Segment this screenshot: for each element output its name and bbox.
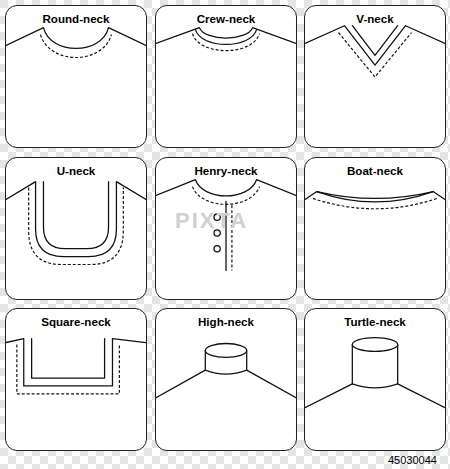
round-neck-drawing	[6, 6, 146, 147]
panel-title: Square-neck	[6, 315, 146, 328]
u-neck-drawing	[6, 158, 146, 299]
crew-neck-drawing	[156, 6, 296, 147]
stock-number: 45030044	[388, 454, 437, 466]
panel-title: Crew-neck	[156, 12, 296, 25]
panel-title: Henry-neck	[156, 164, 296, 177]
panel-title: Round-neck	[6, 12, 146, 25]
neckline-panel: Crew-neck	[155, 5, 297, 148]
neckline-panel: Round-neck	[5, 5, 147, 148]
panel-title: Turtle-neck	[305, 315, 445, 328]
panel-title: U-neck	[6, 164, 146, 177]
turtle-neck-drawing	[305, 309, 445, 450]
square-neck-drawing	[6, 309, 146, 450]
watermark: PIXTA	[175, 208, 248, 234]
neckline-panel: V-neck	[304, 5, 446, 148]
neckline-panel: Boat-neck	[304, 157, 446, 300]
neckline-panel: High-neck	[155, 308, 297, 451]
panel-title: High-neck	[156, 315, 296, 328]
boat-neck-drawing	[305, 158, 445, 299]
panel-title: Boat-neck	[305, 164, 445, 177]
panel-title: V-neck	[305, 12, 445, 25]
high-neck-drawing	[156, 309, 296, 450]
neckline-panel: Square-neck	[5, 308, 147, 451]
neckline-panel: U-neck	[5, 157, 147, 300]
neckline-panel: Turtle-neck	[304, 308, 446, 451]
v-neck-drawing	[305, 6, 445, 147]
